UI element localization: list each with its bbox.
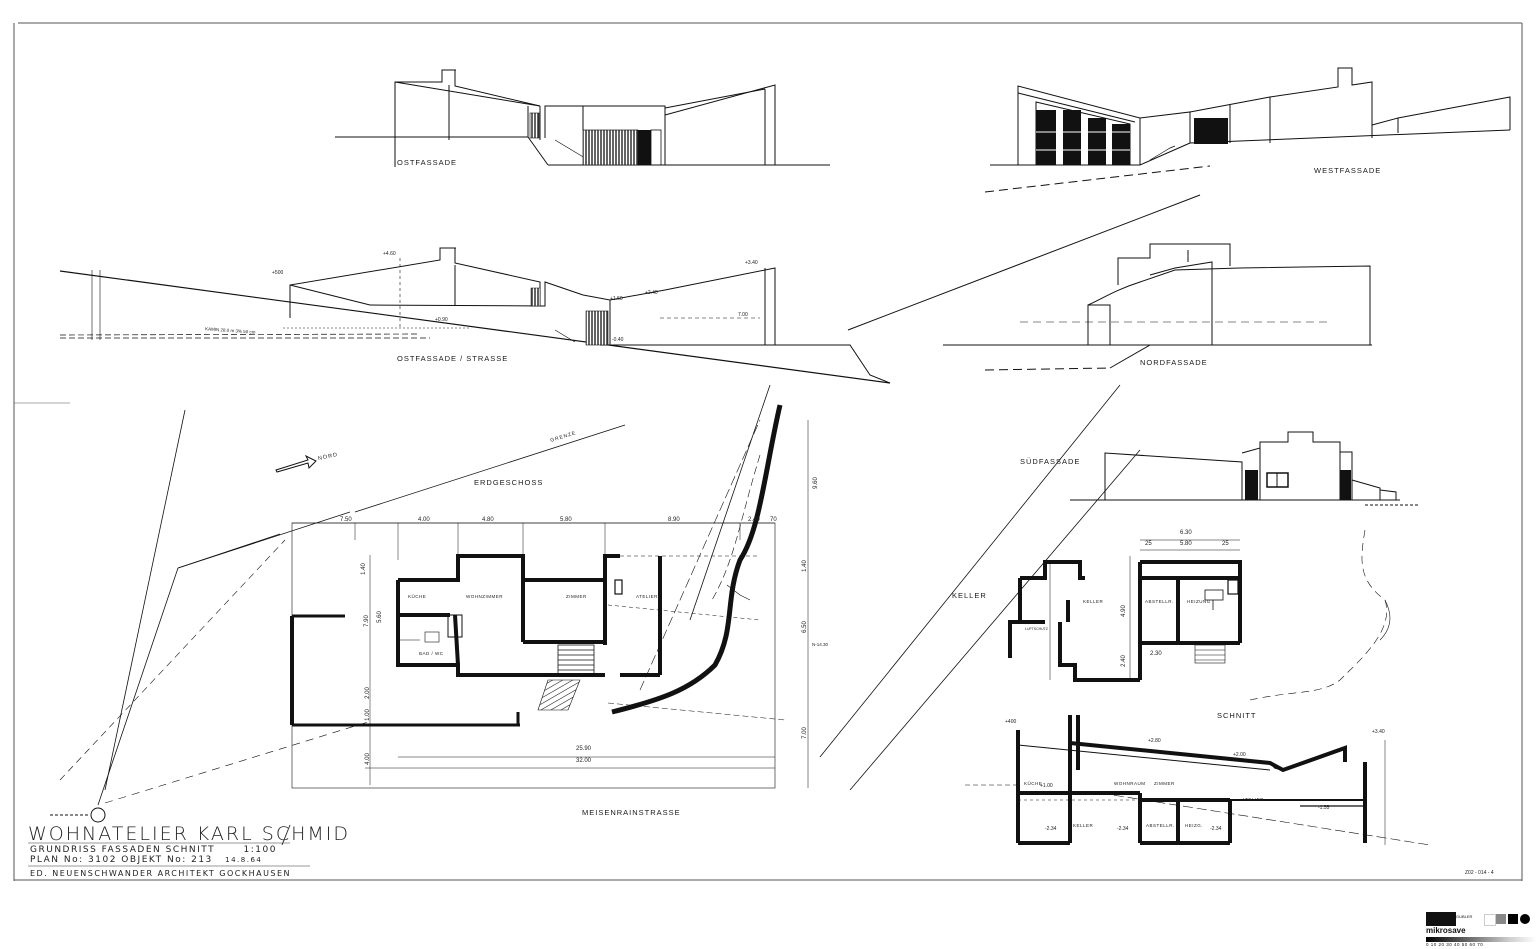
section-abstellr: ABSTELLR. <box>1146 823 1175 828</box>
label-westfassade: WESTFASSADE <box>1314 166 1382 175</box>
s-level-4: +3.40 <box>1372 729 1385 735</box>
dim-top-4: 5.80 <box>560 517 572 523</box>
label-ostfassade-strasse: OSTFASSADE / STRASSE <box>397 354 509 363</box>
label-nordfassade: NORDFASSADE <box>1140 358 1208 367</box>
room-keller: KELLER <box>1083 599 1104 604</box>
level-8: -0.40 <box>612 337 624 343</box>
room-atelier: ATELIER <box>636 594 658 599</box>
gray-scale-digits: 0 10 20 30 40 50 60 70 <box>1426 942 1484 947</box>
ost-door-dark <box>529 112 540 139</box>
room-wohnzimmer: WOHNZIMMER <box>466 594 503 599</box>
level-2: +4.60 <box>383 251 396 257</box>
dim-top-7: 70 <box>770 517 777 523</box>
level-3: +3.40 <box>745 260 758 266</box>
west-door-dark <box>1194 118 1228 144</box>
label-ostfassade: OSTFASSADE <box>397 158 458 167</box>
level-1: +500 <box>272 270 284 276</box>
section-keller: KELLER <box>1073 823 1094 828</box>
dim-top-1: 7.50 <box>340 517 352 523</box>
drawing-architect: ED. NEUENSCHWANDER ARCHITEKT GOCKHAUSEN <box>30 869 292 878</box>
s-level-2: +2.80 <box>1148 738 1161 744</box>
label-schnitt: SCHNITT <box>1217 711 1257 720</box>
ost-window-black <box>638 130 651 165</box>
room-abstellr: ABSTELLR. <box>1145 599 1174 604</box>
s-level-9: -1.55 <box>1318 805 1330 811</box>
room-kueche: KÜCHE <box>408 594 427 599</box>
dim-keller-7: 2.30 <box>1150 651 1162 657</box>
dim-keller-4: 25 <box>1222 541 1229 547</box>
room-zimmer: ZIMMER <box>566 594 587 599</box>
schnitt-section <box>965 715 1431 846</box>
dim-bottom-1: 25.90 <box>576 746 592 752</box>
ostfassade-elevation <box>335 69 830 167</box>
s-level-3: +2.00 <box>1233 752 1246 758</box>
section-kueche: KÜCHE <box>1024 781 1043 786</box>
label-strasse: MEISENRAINSTRASSE <box>582 808 681 817</box>
drawing-plan-no: PLAN No: 3102 OBJEKT No: 213 14.8.64 <box>30 855 263 865</box>
dim-top-3: 4.80 <box>482 517 494 523</box>
level-4: +2.40 <box>645 290 658 296</box>
s-level-7: -2.34 <box>1117 826 1129 832</box>
drawing-subtitle: GRUNDRISS FASSADEN SCHNITT 1:100 <box>30 845 277 855</box>
annotation-sanitary: LUFTSCHUTZ <box>1025 627 1048 631</box>
label-suedfassade: SÜDFASSADE <box>1020 457 1081 466</box>
dim-keller-1: 6.30 <box>1180 530 1192 536</box>
ost-glazing <box>582 129 639 166</box>
room-heizung: HEIZUNG <box>1187 599 1211 604</box>
dim-top-5: 8.90 <box>668 517 680 523</box>
s-level-1: +400 <box>1005 719 1017 725</box>
level-5: +1.50 <box>610 296 623 302</box>
mikrosave-label: mikrosave <box>1426 926 1466 935</box>
nordfassade-elevation <box>847 194 1372 371</box>
label-erdgeschoss: ERDGESCHOSS <box>474 478 544 487</box>
ost-strasse-door <box>585 310 609 346</box>
sued-door-dark <box>1245 470 1258 500</box>
section-wohnraum: WOHNRAUM <box>1114 781 1146 786</box>
sheet-border <box>13 22 1523 881</box>
mikrosave-logo: GUBLER mikrosave 0 10 20 30 40 50 60 70 <box>1426 912 1536 949</box>
annotation-n-line: N-14.30 <box>812 642 829 647</box>
keller-plan <box>1008 529 1391 701</box>
ostfassade-strasse-elevation <box>59 247 891 384</box>
dim-top-6: 2.40 <box>748 517 760 523</box>
label-keller: KELLER <box>952 591 987 600</box>
section-atelier: ATELIER <box>1242 797 1264 802</box>
dim-keller-3: 5.80 <box>1180 541 1192 547</box>
s-level-6: -2.34 <box>1045 826 1057 832</box>
dim-bottom-2: 32.00 <box>576 758 592 764</box>
dim-keller-2: 25 <box>1145 541 1152 547</box>
s-level-5: +1.00 <box>1040 783 1053 789</box>
sued-door-right <box>1340 470 1351 500</box>
level-6: +0.90 <box>435 317 448 323</box>
archive-ref: Z02 - 014 - 4 <box>1465 870 1494 876</box>
dim-top-2: 4.00 <box>418 517 430 523</box>
west-window-panes <box>1036 110 1130 165</box>
erdgeschoss-plan <box>50 384 1141 823</box>
section-heizg: HEIZG. <box>1185 823 1204 828</box>
level-7: 7.00 <box>738 312 748 318</box>
s-level-8: -2.34 <box>1210 826 1222 832</box>
gubler-label: GUBLER <box>1456 914 1473 919</box>
drawing-title: WOHNATELIER KARL SCHMID <box>28 823 351 845</box>
section-zimmer: ZIMMER <box>1154 781 1175 786</box>
room-bad: BAD / WC <box>419 651 444 656</box>
